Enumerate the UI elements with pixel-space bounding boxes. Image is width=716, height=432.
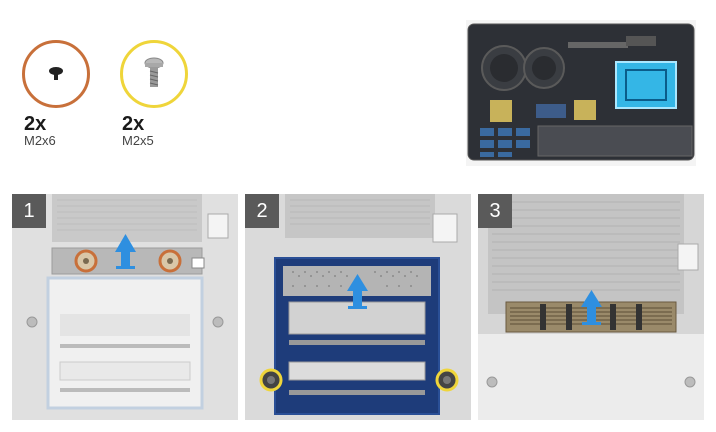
screw-legend-item-m2x5: 2x M2x5: [120, 40, 200, 147]
lift-arrow-icon: [347, 274, 368, 309]
screw-count-m2x5: 2x: [122, 113, 145, 135]
screw-m2x5-icon: [120, 40, 188, 108]
lift-arrow-icon: [115, 234, 136, 269]
step-2-badge: 2: [245, 194, 279, 228]
step-3-panel: 3: [478, 194, 704, 420]
screw-m2x6-icon: [22, 40, 90, 108]
screw-size-m2x5: M2x5: [122, 133, 154, 148]
step-2-panel: 2: [245, 194, 471, 420]
screw-legend: 2x M2x6 2x M2x5: [22, 40, 222, 147]
step-2-illustration: [245, 194, 471, 420]
screw-size-m2x6: M2x6: [24, 133, 56, 148]
screw-legend-item-m2x6: 2x M2x6: [22, 40, 102, 147]
step-1-illustration: [12, 194, 238, 420]
step-1-badge: 1: [12, 194, 46, 228]
screw-count-m2x6: 2x: [24, 113, 47, 135]
lift-arrow-icon: [581, 290, 602, 325]
step-3-badge: 3: [478, 194, 512, 228]
step-1-panel: 1: [12, 194, 238, 420]
step-3-illustration: [478, 194, 704, 420]
laptop-overview-image: [466, 20, 696, 166]
